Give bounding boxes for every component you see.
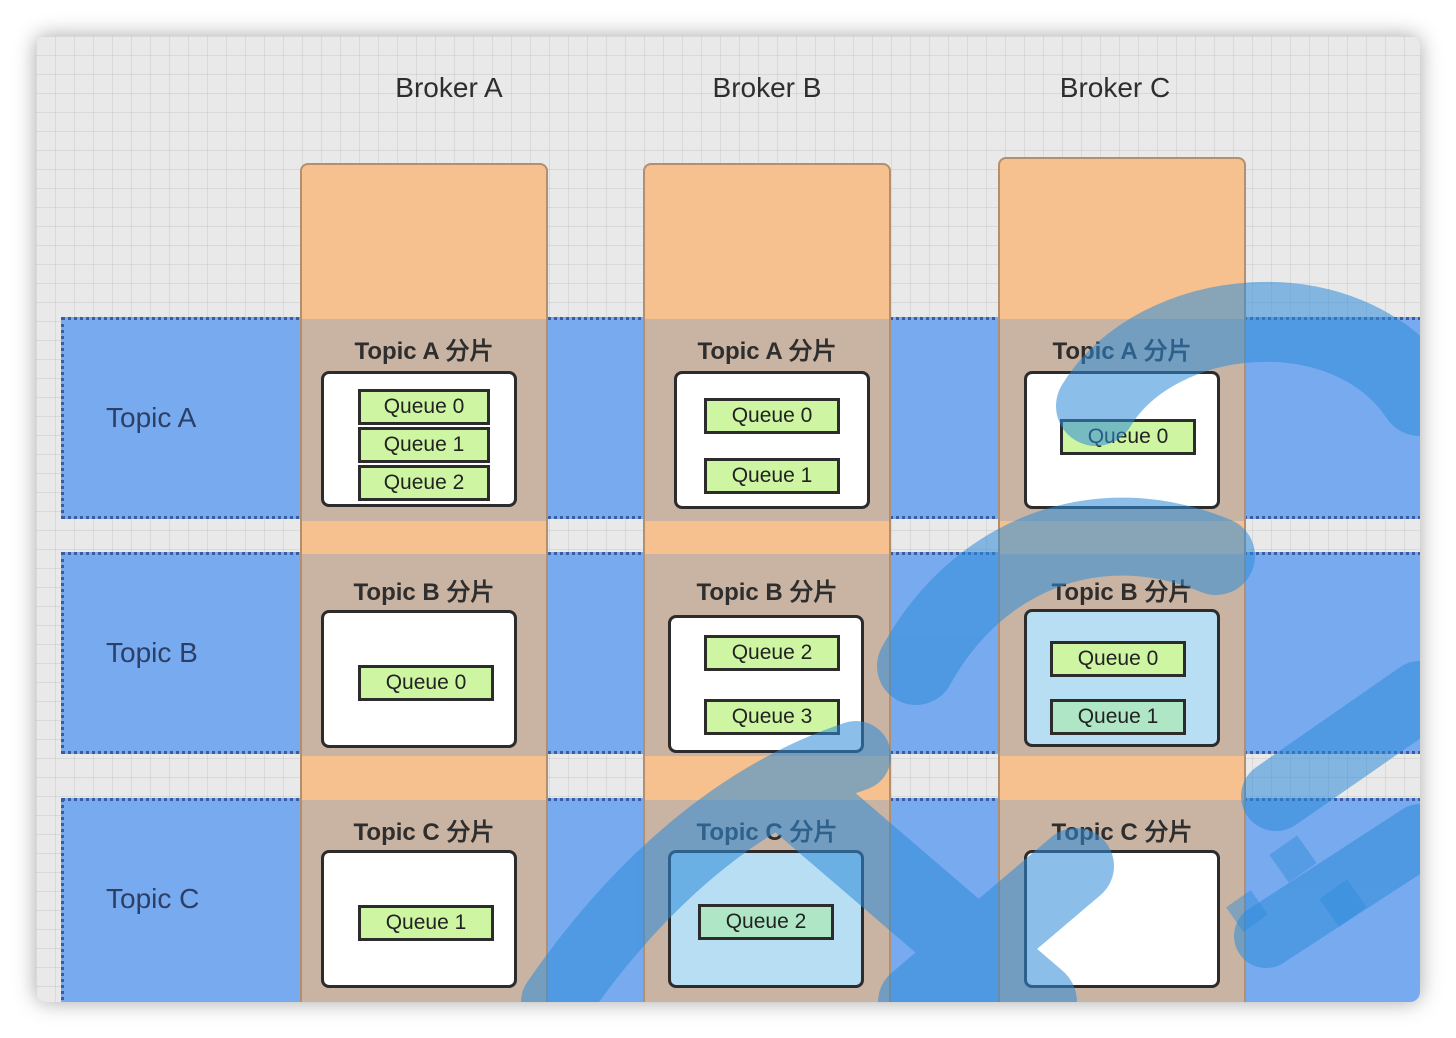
shard-title: Topic B 分片 bbox=[696, 579, 838, 606]
queue-box: Queue 1 bbox=[1050, 699, 1186, 735]
shard-panel: Queue 0 Queue 1 bbox=[1024, 609, 1220, 747]
queue-box: Queue 2 bbox=[358, 465, 490, 501]
shard-title: Topic B 分片 bbox=[1051, 579, 1193, 606]
shard-panel: Queue 0 Queue 1 bbox=[674, 371, 870, 509]
broker-title-a: Broker A bbox=[395, 72, 503, 103]
shard-title: Topic A 分片 bbox=[697, 338, 837, 365]
queue-box: Queue 1 bbox=[358, 427, 490, 463]
shard-title: Topic A 分片 bbox=[354, 338, 494, 365]
topic-label-b: Topic B bbox=[106, 637, 198, 668]
queue-box: Queue 2 bbox=[704, 635, 840, 671]
queue-box: Queue 0 bbox=[1050, 641, 1186, 677]
shard-title: Topic C 分片 bbox=[353, 819, 495, 846]
queue-box: Queue 0 bbox=[358, 665, 494, 701]
shard-panel: Queue 2 bbox=[668, 850, 864, 988]
shard-b-broker-a: Topic B 分片 Queue 0 bbox=[302, 554, 546, 756]
shard-c-broker-b: Topic C 分片 Queue 2 bbox=[645, 800, 889, 1002]
shard-title: Topic C 分片 bbox=[1051, 819, 1193, 846]
queue-box: Queue 1 bbox=[358, 905, 494, 941]
queue-box: Queue 0 bbox=[704, 398, 840, 434]
broker-title-b: Broker B bbox=[712, 72, 822, 103]
shard-title: Topic A 分片 bbox=[1052, 338, 1192, 365]
shard-a-broker-c: Topic A 分片 Queue 0 bbox=[1000, 319, 1244, 521]
diagram-canvas: Topic A Topic B Topic C Broker A Broker … bbox=[36, 36, 1420, 1002]
shard-b-broker-b: Topic B 分片 Queue 2 Queue 3 bbox=[645, 554, 889, 756]
shard-panel: Queue 0 Queue 1 Queue 2 bbox=[321, 371, 517, 507]
queue-box: Queue 2 bbox=[698, 904, 834, 940]
shard-panel: Queue 0 bbox=[1024, 371, 1220, 509]
shard-panel: Queue 2 Queue 3 bbox=[668, 615, 864, 753]
queue-box: Queue 1 bbox=[704, 458, 840, 494]
broker-column-c: Topic A 分片 Queue 0 Topic B 分片 Queue 0 Qu… bbox=[998, 157, 1246, 1002]
broker-column-a: Topic A 分片 Queue 0 Queue 1 Queue 2 Topic… bbox=[300, 163, 548, 1002]
shard-panel bbox=[1024, 850, 1220, 988]
shard-a-broker-b: Topic A 分片 Queue 0 Queue 1 bbox=[645, 319, 889, 521]
shard-title: Topic C 分片 bbox=[696, 819, 838, 846]
shard-panel: Queue 1 bbox=[321, 850, 517, 988]
shard-panel: Queue 0 bbox=[321, 610, 517, 748]
shard-c-broker-a: Topic C 分片 Queue 1 bbox=[302, 800, 546, 1002]
topic-label-c: Topic C bbox=[106, 883, 200, 914]
shard-c-broker-c: Topic C 分片 bbox=[1000, 800, 1244, 1002]
shard-title: Topic B 分片 bbox=[353, 579, 495, 606]
broker-title-c: Broker C bbox=[1059, 72, 1171, 103]
topic-label-a: Topic A bbox=[106, 402, 197, 433]
queue-box: Queue 0 bbox=[1060, 419, 1196, 455]
shard-a-broker-a: Topic A 分片 Queue 0 Queue 1 Queue 2 bbox=[302, 319, 546, 521]
queue-box: Queue 3 bbox=[704, 699, 840, 735]
queue-box: Queue 0 bbox=[358, 389, 490, 425]
shard-b-broker-c: Topic B 分片 Queue 0 Queue 1 bbox=[1000, 554, 1244, 756]
broker-column-b: Topic A 分片 Queue 0 Queue 1 Topic B 分片 Qu… bbox=[643, 163, 891, 1002]
